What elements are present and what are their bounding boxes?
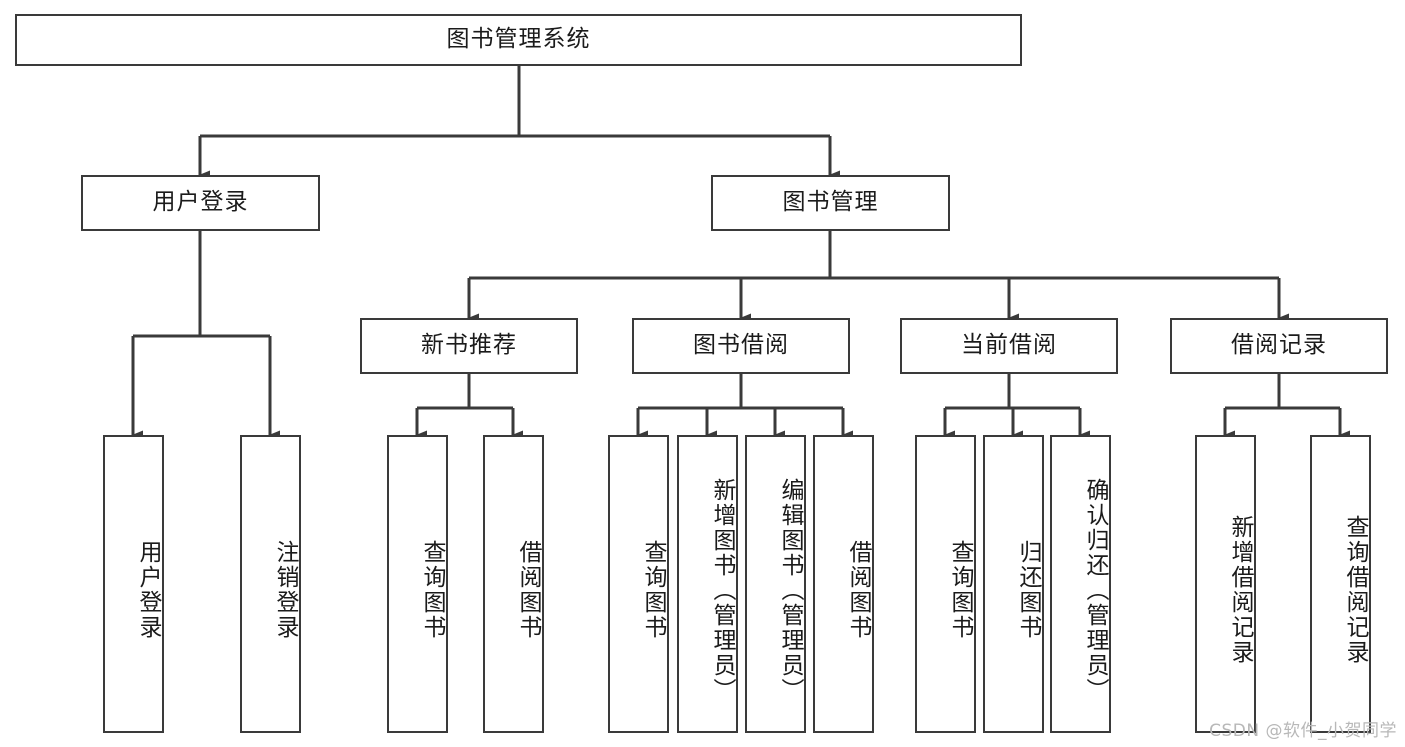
node-current-borrow-label: 当前借阅 [961, 332, 1057, 359]
node-leaf-query-book-1-label: 查询图书 [419, 540, 445, 640]
node-leaf-add-book-admin[interactable]: 新增图书（管理员） [677, 435, 738, 733]
node-leaf-borrow-book-2[interactable]: 借阅图书 [813, 435, 874, 733]
node-leaf-logout-label: 注销登录 [272, 540, 298, 640]
node-leaf-return-book-label: 归还图书 [1015, 540, 1041, 640]
node-leaf-query-book-1[interactable]: 查询图书 [387, 435, 448, 733]
node-borrow-record-label: 借阅记录 [1231, 332, 1327, 359]
node-user-login-label: 用户登录 [152, 189, 249, 216]
node-leaf-confirm-return-admin-label: 确认归还（管理员） [1082, 477, 1108, 703]
node-leaf-user-login[interactable]: 用户登录 [103, 435, 164, 733]
node-leaf-borrow-book-1-label: 借阅图书 [515, 540, 541, 640]
node-new-book-recommend-label: 新书推荐 [421, 332, 517, 359]
node-book-management-label: 图书管理 [782, 189, 879, 216]
node-root[interactable]: 图书管理系统 [15, 14, 1022, 66]
node-leaf-add-borrow-record-label: 新增借阅记录 [1227, 515, 1253, 665]
node-leaf-query-book-2[interactable]: 查询图书 [608, 435, 669, 733]
node-user-login[interactable]: 用户登录 [81, 175, 320, 231]
watermark-text: CSDN @软件_小贺同学 [1209, 721, 1397, 741]
node-leaf-query-book-3-label: 查询图书 [947, 540, 973, 640]
node-book-borrow[interactable]: 图书借阅 [632, 318, 850, 374]
node-book-borrow-label: 图书借阅 [693, 332, 789, 359]
node-leaf-confirm-return-admin[interactable]: 确认归还（管理员） [1050, 435, 1111, 733]
node-current-borrow[interactable]: 当前借阅 [900, 318, 1118, 374]
node-leaf-user-login-label: 用户登录 [135, 540, 161, 640]
node-leaf-edit-book-admin[interactable]: 编辑图书（管理员） [745, 435, 806, 733]
node-leaf-edit-book-admin-label: 编辑图书（管理员） [777, 477, 803, 703]
node-leaf-query-book-2-label: 查询图书 [640, 540, 666, 640]
node-book-management[interactable]: 图书管理 [711, 175, 950, 231]
node-new-book-recommend[interactable]: 新书推荐 [360, 318, 578, 374]
node-leaf-borrow-book-2-label: 借阅图书 [845, 540, 871, 640]
node-leaf-return-book[interactable]: 归还图书 [983, 435, 1044, 733]
node-leaf-add-borrow-record[interactable]: 新增借阅记录 [1195, 435, 1256, 733]
node-leaf-query-borrow-record[interactable]: 查询借阅记录 [1310, 435, 1371, 733]
node-leaf-query-borrow-record-label: 查询借阅记录 [1342, 515, 1368, 665]
node-leaf-borrow-book-1[interactable]: 借阅图书 [483, 435, 544, 733]
connector-lines [131, 66, 1350, 440]
node-root-label: 图书管理系统 [446, 26, 591, 53]
node-leaf-logout[interactable]: 注销登录 [240, 435, 301, 733]
node-leaf-add-book-admin-label: 新增图书（管理员） [709, 477, 735, 703]
node-leaf-query-book-3[interactable]: 查询图书 [915, 435, 976, 733]
node-borrow-record[interactable]: 借阅记录 [1170, 318, 1388, 374]
